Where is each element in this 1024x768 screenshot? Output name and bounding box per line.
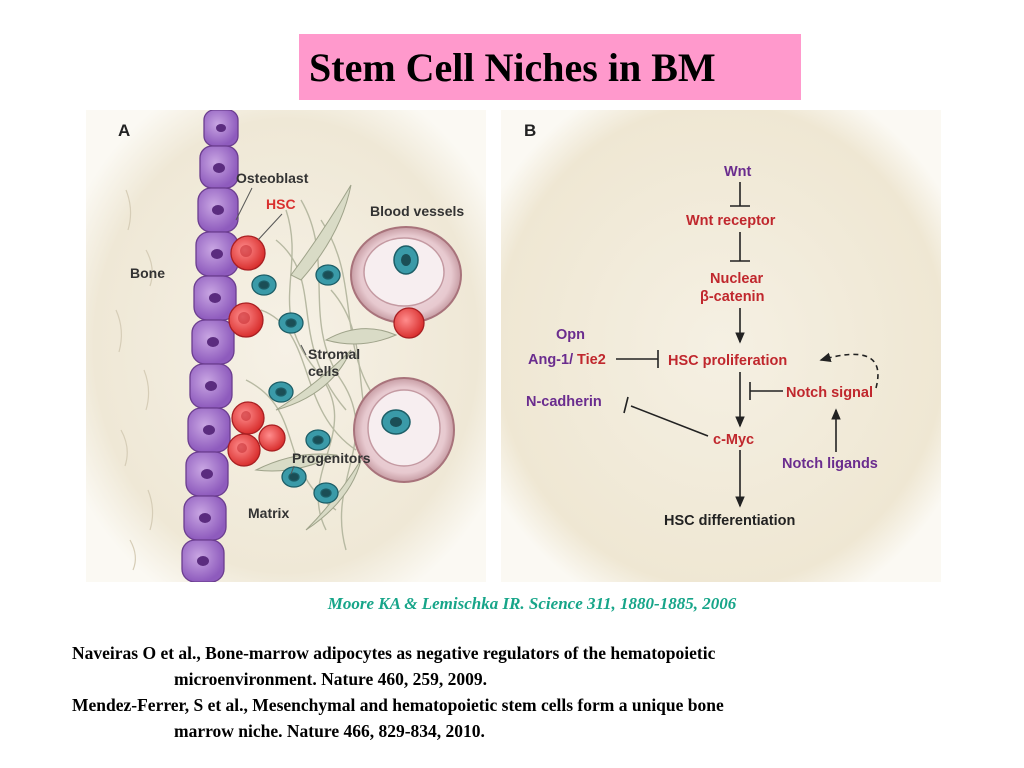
- title-box: Stem Cell Niches in BM: [299, 34, 801, 100]
- bone-texture: [115, 189, 154, 571]
- edge-notch-dashed-feedback: [819, 352, 879, 389]
- node-hsc-differentiation: HSC differentiation: [664, 513, 795, 529]
- node-hsc-proliferation: HSC proliferation: [668, 353, 787, 369]
- panel-a: A: [86, 110, 486, 582]
- node-wnt-receptor: Wnt receptor: [686, 213, 776, 229]
- stromal-cells: [254, 184, 398, 531]
- label-progenitors: Progenitors: [292, 450, 371, 466]
- label-stromal: Stromal: [308, 346, 360, 362]
- hsc-nuclei: [237, 245, 252, 453]
- label-hsc: HSC: [266, 196, 296, 212]
- panel-a-letter: A: [118, 121, 130, 140]
- panel-b-letter: B: [524, 121, 536, 140]
- reference-2-line1: Mendez-Ferrer, S et al., Mesenchymal and…: [72, 695, 724, 715]
- figure-citation: Moore KA & Lemischka IR. Science 311, 18…: [327, 594, 737, 613]
- label-osteoblast: Osteoblast: [236, 170, 309, 186]
- label-bone: Bone: [130, 265, 165, 281]
- osteoblast-column: [181, 110, 239, 582]
- slide-title: Stem Cell Niches in BM: [309, 44, 716, 90]
- niche-figure: A: [86, 110, 941, 582]
- node-wnt: Wnt: [724, 164, 752, 180]
- reference-2-line2: marrow niche. Nature 466, 829-834, 2010.: [174, 721, 485, 741]
- edge-cadherin-to-cmyc: [630, 405, 709, 437]
- panel-a-pointers: [235, 187, 307, 475]
- progenitor-cells: [251, 264, 341, 504]
- reference-1-line2: microenvironment. Nature 460, 259, 2009.: [174, 669, 488, 689]
- node-n-cadherin: N-cadherin: [526, 394, 602, 410]
- label-stromal-cells: cells: [308, 363, 339, 379]
- node-catenin: β-catenin: [700, 289, 764, 305]
- node-nuclear: Nuclear: [710, 271, 764, 287]
- node-tie2: Tie2: [577, 352, 606, 368]
- node-ang1: Ang-1/: [528, 352, 573, 368]
- hsc-cells: [227, 235, 286, 467]
- node-notch-signal: Notch signal: [786, 385, 873, 401]
- pathway-connectors: [616, 182, 879, 508]
- blood-vessel-lower: [353, 377, 455, 483]
- reference-1: Naveiras O et al., Bone-marrow adipocyte…: [72, 640, 952, 692]
- node-opn: Opn: [556, 327, 585, 343]
- label-matrix: Matrix: [248, 505, 289, 521]
- reference-2: Mendez-Ferrer, S et al., Mesenchymal and…: [72, 692, 952, 744]
- node-notch-ligands: Notch ligands: [782, 456, 878, 472]
- label-blood-vessels: Blood vessels: [370, 203, 464, 219]
- reference-1-line1: Naveiras O et al., Bone-marrow adipocyte…: [72, 643, 716, 663]
- node-c-myc: c-Myc: [713, 432, 754, 448]
- panel-b: B Wnt Wnt receptor Nuclear β-catenin Opn…: [501, 110, 941, 582]
- blood-vessel-upper: [350, 226, 462, 339]
